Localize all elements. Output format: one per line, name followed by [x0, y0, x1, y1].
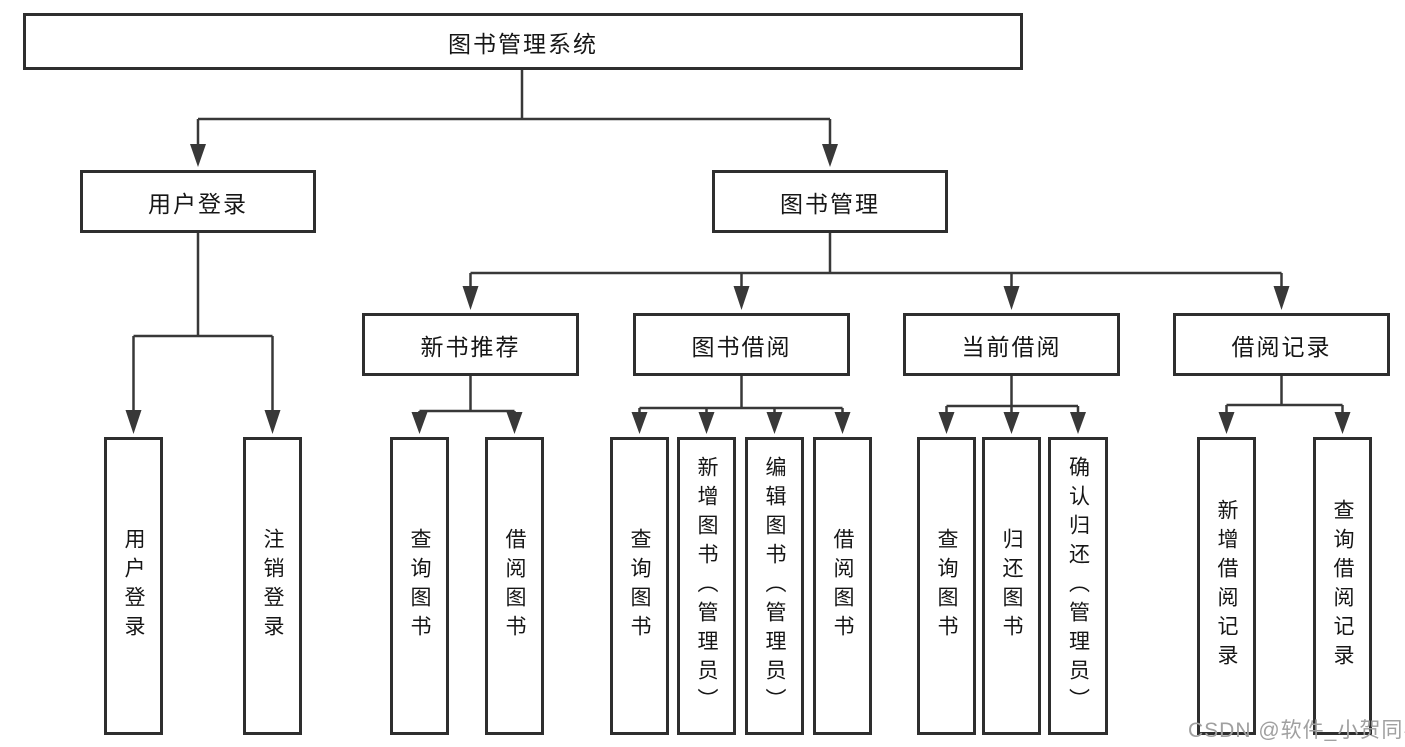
node-current-borrowing: 当前借阅	[903, 313, 1120, 376]
leaf-query-books-borrow: 查询图书	[610, 437, 669, 735]
edge-current-borrow-to-children	[945, 376, 1080, 414]
node-borrowing-records: 借阅记录	[1173, 313, 1390, 376]
edge-book-management-to-level3	[469, 233, 1283, 288]
edge-root-to-level2	[196, 70, 832, 146]
leaf-query-books-current: 查询图书	[917, 437, 976, 735]
leaf-borrow-books: 借阅图书	[813, 437, 872, 735]
edge-book-borrow-to-children	[638, 376, 844, 414]
leaf-borrow-books-new: 借阅图书	[485, 437, 544, 735]
leaf-edit-books-admin: 编辑图书（管理员）	[745, 437, 804, 735]
watermark-text: CSDN @软件_小贺同学	[1188, 719, 1405, 742]
node-library-system: 图书管理系统	[23, 13, 1023, 70]
node-new-book-recommendation: 新书推荐	[362, 313, 579, 376]
leaf-add-books-admin: 新增图书（管理员）	[677, 437, 736, 735]
edge-new-book-to-children	[418, 376, 516, 414]
leaf-user-login: 用户登录	[104, 437, 163, 735]
leaf-query-books-new: 查询图书	[390, 437, 449, 735]
leaf-return-books: 归还图书	[982, 437, 1041, 735]
leaf-add-borrow-record: 新增借阅记录	[1197, 437, 1256, 735]
leaf-logout: 注销登录	[243, 437, 302, 735]
node-user-login: 用户登录	[80, 170, 316, 233]
edge-user-login-to-children	[132, 233, 274, 412]
edge-borrow-records-to-children	[1225, 376, 1344, 414]
leaf-query-borrow-record: 查询借阅记录	[1313, 437, 1372, 735]
arrowheads	[125, 144, 1351, 434]
node-book-management: 图书管理	[712, 170, 948, 233]
leaf-confirm-return-admin: 确认归还（管理员）	[1048, 437, 1108, 735]
node-book-borrowing: 图书借阅	[633, 313, 850, 376]
